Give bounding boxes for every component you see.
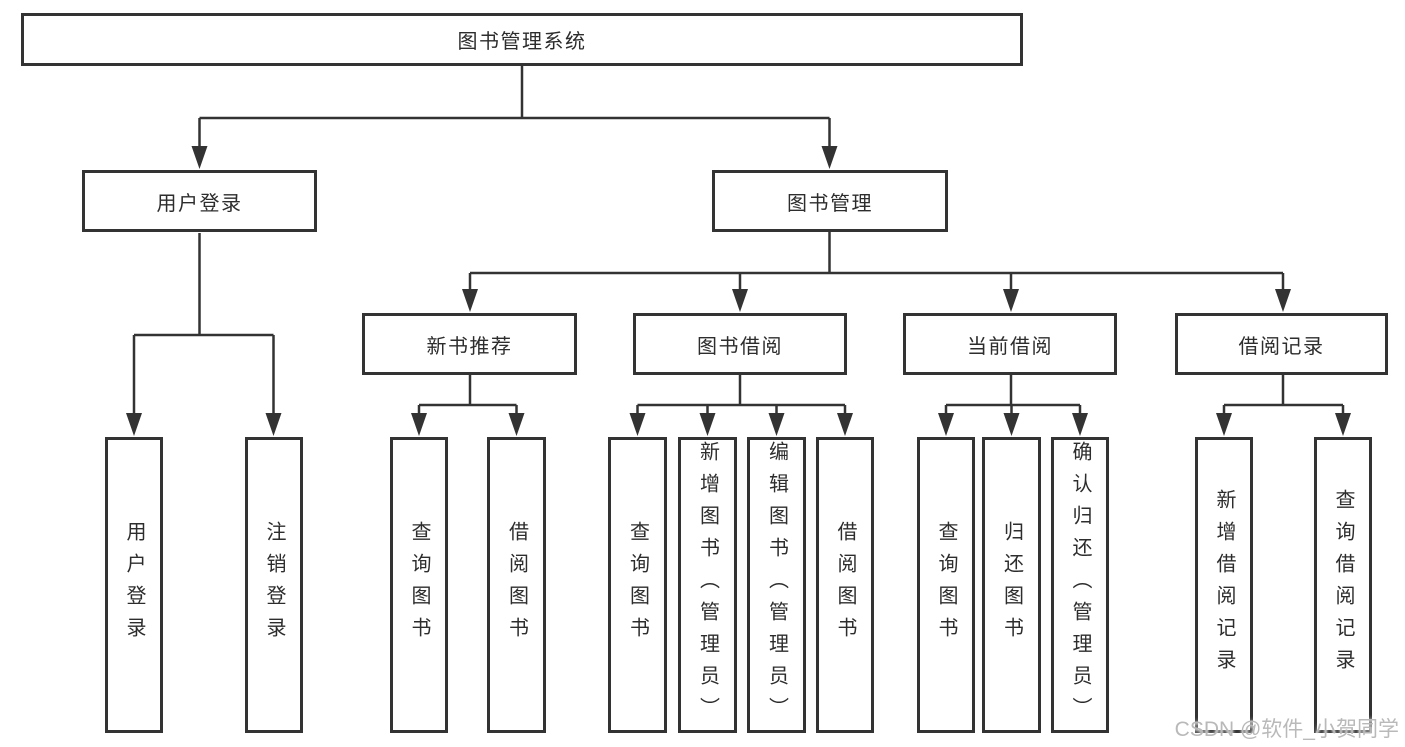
leaf-edit-book-admin-label: 编辑图书（管理员） [765,441,788,729]
leaf-query-books-borrowing-label: 查询图书 [626,521,649,649]
leaf-logout-label: 注销登录 [263,521,285,649]
box-library-system-label: 图书管理系统 [457,31,587,53]
leaf-user-login: 用户登录 [105,437,163,733]
leaf-query-borrow-record-label: 查询借阅记录 [1332,489,1354,681]
leaf-add-borrow-record: 新增借阅记录 [1195,437,1253,733]
box-library-system: 图书管理系统 [21,13,1023,66]
leaf-borrow-books-borrowing: 借阅图书 [816,437,874,733]
leaf-query-borrow-record: 查询借阅记录 [1314,437,1372,733]
box-book-management: 图书管理 [712,170,948,232]
leaf-user-login-label: 用户登录 [123,521,145,649]
leaf-edit-book-admin: 编辑图书（管理员） [747,437,806,733]
leaf-query-books-current: 查询图书 [917,437,975,733]
box-user-login: 用户登录 [82,170,317,232]
box-book-borrowing: 图书借阅 [633,313,847,375]
leaf-logout: 注销登录 [245,437,303,733]
box-current-borrowing: 当前借阅 [903,313,1117,375]
leaf-query-books-recommend: 查询图书 [390,437,448,733]
leaf-borrow-books-recommend: 借阅图书 [487,437,546,733]
box-new-book-recommend: 新书推荐 [362,313,577,375]
leaf-borrow-books-recommend-label: 借阅图书 [505,521,528,649]
arrowheads [126,146,1351,436]
box-new-book-recommend-label: 新书推荐 [426,335,513,358]
leaf-query-books-recommend-label: 查询图书 [408,521,430,649]
leaf-confirm-return-admin: 确认归还（管理员） [1051,437,1109,733]
watermark: CSDN @软件_小贺同学 [1174,718,1399,741]
leaf-return-books-label: 归还图书 [1000,521,1023,649]
box-book-management-label: 图书管理 [787,192,873,215]
box-borrowing-records-label: 借阅记录 [1238,335,1325,358]
leaf-add-borrow-record-label: 新增借阅记录 [1213,489,1235,681]
leaf-add-book-admin-label: 新增图书（管理员） [696,441,719,729]
box-book-borrowing-label: 图书借阅 [697,335,783,358]
leaf-query-books-borrowing: 查询图书 [608,437,667,733]
leaf-borrow-books-borrowing-label: 借阅图书 [834,521,856,649]
box-user-login-label: 用户登录 [156,192,243,215]
box-current-borrowing-label: 当前借阅 [967,335,1053,358]
leaf-add-book-admin: 新增图书（管理员） [678,437,737,733]
leaf-return-books: 归还图书 [982,437,1041,733]
leaf-query-books-current-label: 查询图书 [935,521,957,649]
box-borrowing-records: 借阅记录 [1175,313,1388,375]
leaf-confirm-return-admin-label: 确认归还（管理员） [1069,441,1091,729]
